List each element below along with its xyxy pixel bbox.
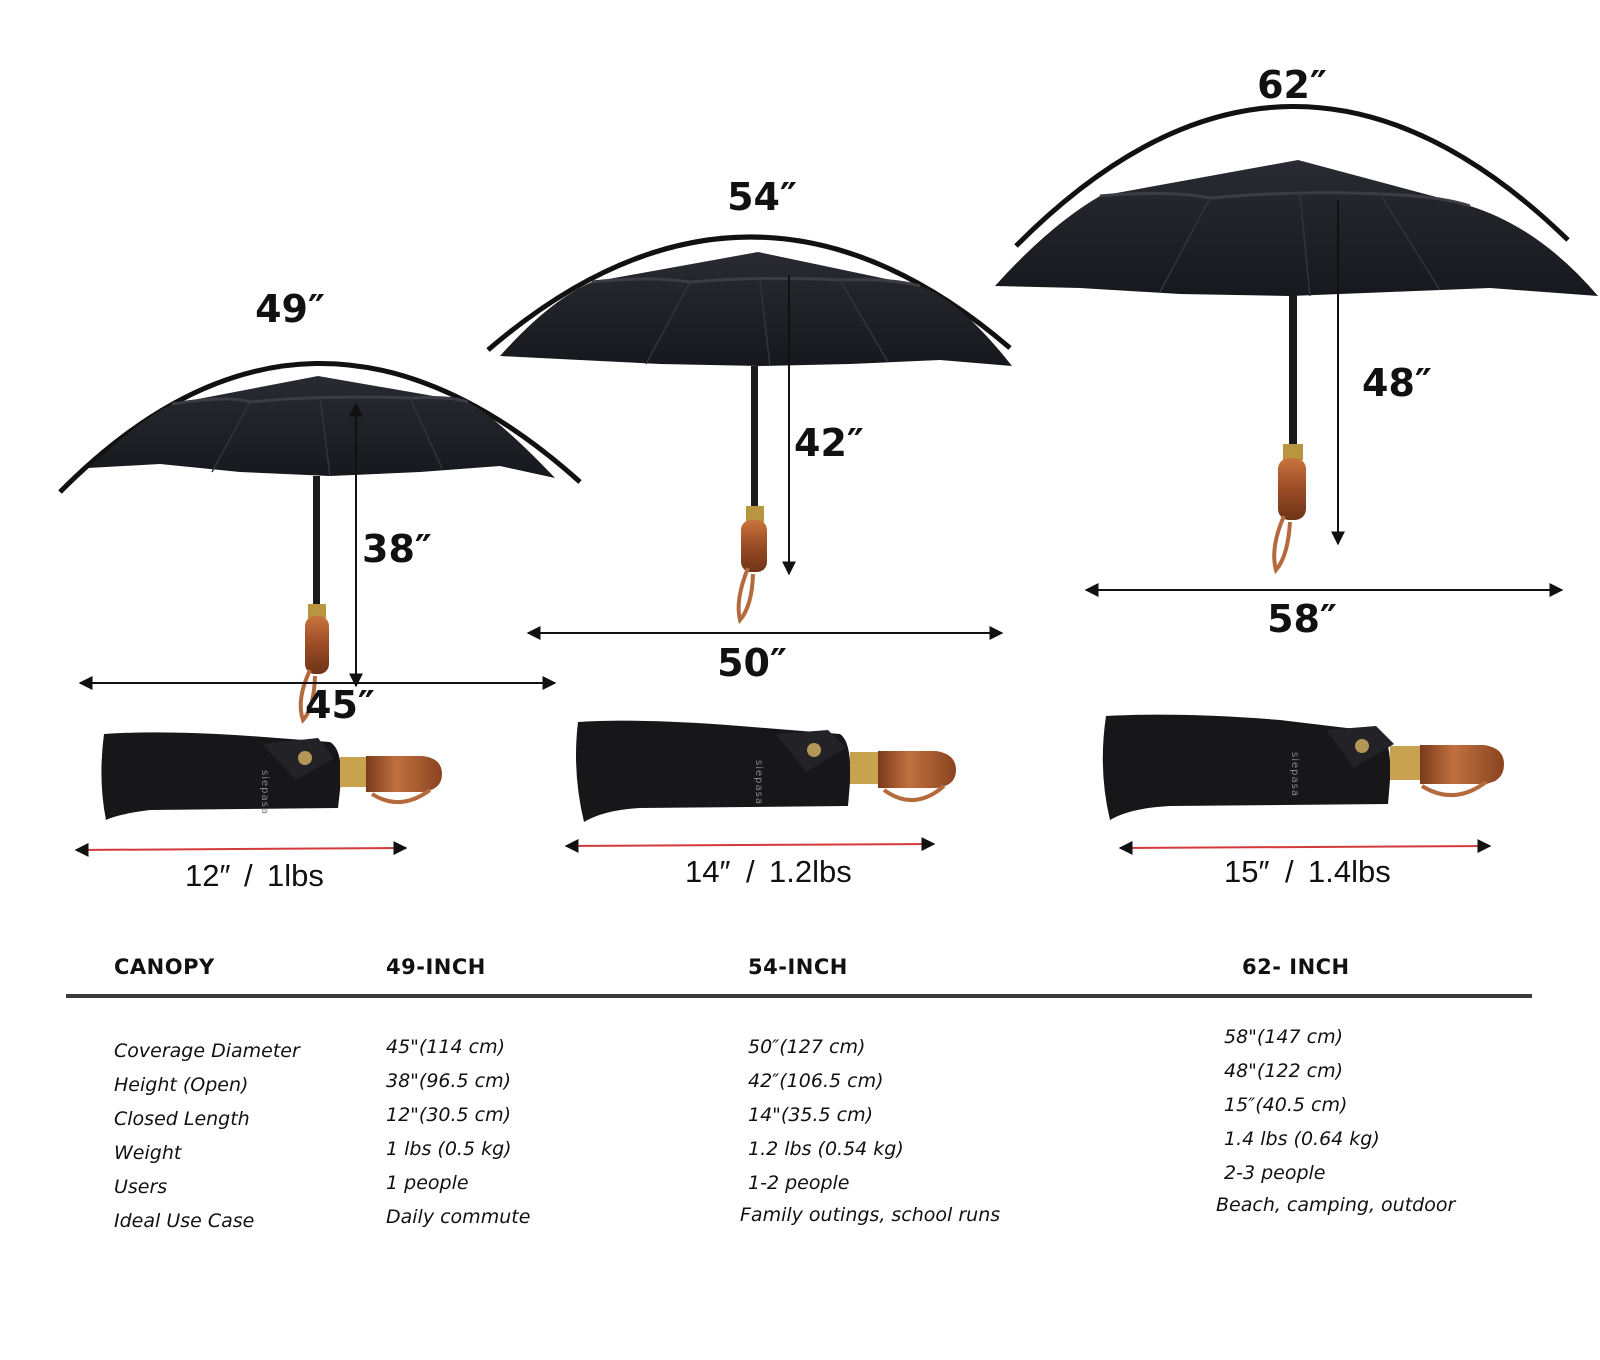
row-label: Weight [114, 1142, 182, 1164]
brand-label: siepasa [259, 770, 270, 815]
row-label: Closed Length [114, 1108, 250, 1130]
spec-value: 14"(35.5 cm) [748, 1104, 874, 1126]
handle-ferrule [1283, 444, 1303, 460]
folded-handle [878, 751, 956, 788]
canopy [995, 160, 1598, 296]
coverage-label: 58″ [1267, 597, 1337, 641]
spec-value: 1.4 lbs (0.64 kg) [1224, 1128, 1380, 1150]
umbrella-62-inch: 62″ 48″ 58″ [995, 63, 1598, 641]
height-label: 42″ [794, 421, 864, 465]
umbrella-illustration: 49″ 38″ 45″ 54″ 42″ 50″ 62″ [58, 63, 1598, 893]
spec-value: 58"(147 cm) [1224, 1026, 1344, 1048]
folded-length-label: 14″ [685, 854, 730, 889]
spec-value: 48"(122 cm) [1224, 1060, 1344, 1082]
canopy-arc-line [1014, 104, 1570, 248]
shaft [313, 476, 320, 604]
row-label: Coverage Diameter [114, 1040, 300, 1062]
divider-slash: / [244, 858, 253, 893]
table-header-canopy: CANOPY [114, 955, 215, 979]
spec-value: 1 people [386, 1172, 469, 1194]
coverage-label: 50″ [717, 641, 787, 685]
spec-value: Beach, camping, outdoor [1216, 1194, 1456, 1216]
folded-length-label: 15″ [1224, 854, 1269, 889]
handle-ferrule [746, 506, 764, 522]
brand-label: siepasa [1289, 752, 1300, 797]
brand-label: siepasa [753, 760, 764, 805]
folded-umbrella-3: siepasa 15″ / 1.4lbs [1102, 714, 1504, 889]
wood-handle [741, 520, 767, 572]
folded-weight-label: 1.4lbs [1308, 854, 1391, 889]
spec-value: 2-3 people [1224, 1162, 1326, 1184]
spec-value: 38"(96.5 cm) [386, 1070, 512, 1092]
row-label: Ideal Use Case [114, 1210, 255, 1232]
spec-value: 50″(127 cm) [748, 1036, 866, 1058]
umbrella-49-inch: 49″ 38″ 45″ [58, 287, 582, 727]
spec-value: Family outings, school runs [740, 1204, 1001, 1226]
handle-ferrule [308, 604, 326, 618]
length-ruler [564, 837, 936, 853]
folded-umbrella-1: siepasa 12″ / 1lbs [74, 732, 442, 893]
row-label: Users [114, 1176, 168, 1198]
wrist-strap [736, 567, 755, 625]
folded-umbrella-2: siepasa 14″ / 1.2lbs [564, 720, 956, 889]
table-header-62-inch: 62- INCH [1242, 955, 1350, 979]
canopy-arc-line [58, 361, 582, 494]
spec-value: 1 lbs (0.5 kg) [386, 1138, 512, 1160]
spec-value: 1-2 people [748, 1172, 850, 1194]
spec-value: 45"(114 cm) [386, 1036, 506, 1058]
canopy-arc-label: 54″ [727, 175, 797, 219]
umbrella-54-inch: 54″ 42″ 50″ [486, 175, 1012, 685]
table-header-54-inch: 54-INCH [748, 955, 848, 979]
wood-handle [305, 616, 329, 674]
spec-value: 42″(106.5 cm) [748, 1070, 884, 1092]
divider-slash: / [746, 854, 755, 889]
divider-slash: / [1285, 854, 1294, 889]
canopy [500, 252, 1012, 366]
canopy-arc-label: 62″ [1257, 63, 1327, 107]
spec-value: Daily commute [386, 1206, 531, 1228]
spec-value: 15″(40.5 cm) [1224, 1094, 1348, 1116]
spec-value: 12"(30.5 cm) [386, 1104, 512, 1126]
wrist-strap [1272, 515, 1292, 575]
shaft [1289, 294, 1297, 444]
table-divider [66, 994, 1532, 998]
shaft [751, 366, 758, 506]
canopy [88, 376, 555, 478]
height-label: 48″ [1362, 361, 1432, 405]
spec-value: 1.2 lbs (0.54 kg) [748, 1138, 904, 1160]
table-header-49-inch: 49-INCH [386, 955, 486, 979]
folded-handle [366, 756, 442, 792]
folded-weight-label: 1lbs [267, 858, 324, 893]
folded-weight-label: 1.2lbs [769, 854, 852, 889]
length-ruler [74, 841, 408, 857]
length-ruler [1118, 839, 1492, 855]
folded-length-label: 12″ [185, 858, 230, 893]
wood-handle [1278, 458, 1306, 520]
canopy-arc-label: 49″ [255, 287, 325, 331]
height-label: 38″ [362, 527, 432, 571]
folded-handle [1420, 745, 1504, 784]
row-label: Height (Open) [114, 1074, 249, 1096]
coverage-label: 45″ [305, 683, 375, 727]
